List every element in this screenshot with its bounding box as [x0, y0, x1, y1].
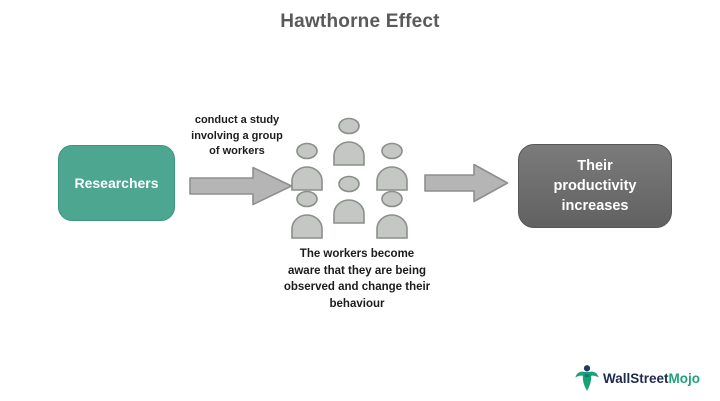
- worker-icon: [333, 175, 365, 224]
- productivity-box: Their productivity increases: [518, 144, 672, 228]
- logo-text-wallstreet: WallStreet: [602, 370, 669, 386]
- workers-caption-line: aware that they are being: [287, 264, 427, 277]
- right-block-arrow-icon: [424, 163, 509, 203]
- researchers-label: Researchers: [74, 175, 159, 191]
- logo-text-mojo: Mojo: [668, 370, 701, 386]
- researchers-box: Researchers: [58, 145, 175, 221]
- worker-icon: [291, 142, 323, 191]
- workers-caption-line: The workers become: [299, 248, 415, 260]
- logo-text: WallStreetMojo: [603, 371, 700, 386]
- worker-icon: [376, 142, 408, 191]
- wallstreetmojo-logo-icon: [575, 365, 599, 391]
- right-block-arrow-icon: [189, 166, 293, 206]
- diagram-title: Hawthorne Effect: [280, 11, 440, 32]
- workers-caption-line: behaviour: [329, 297, 385, 310]
- arrow1-caption-line: involving a group: [191, 129, 283, 142]
- arrow1-caption: conduct a study involving a group of wor…: [162, 113, 312, 160]
- worker-icon: [333, 117, 365, 166]
- workers-caption: The workers become aware that they are b…: [252, 246, 462, 312]
- arrow1-caption-line: conduct a study: [194, 114, 280, 126]
- worker-icon: [376, 190, 408, 239]
- worker-icon: [291, 190, 323, 239]
- productivity-label: Their productivity increases: [553, 158, 637, 214]
- workers-caption-line: observed and change their: [283, 281, 431, 293]
- wallstreetmojo-logo: WallStreetMojo: [575, 364, 700, 392]
- arrow1-caption-line: of workers: [209, 145, 265, 157]
